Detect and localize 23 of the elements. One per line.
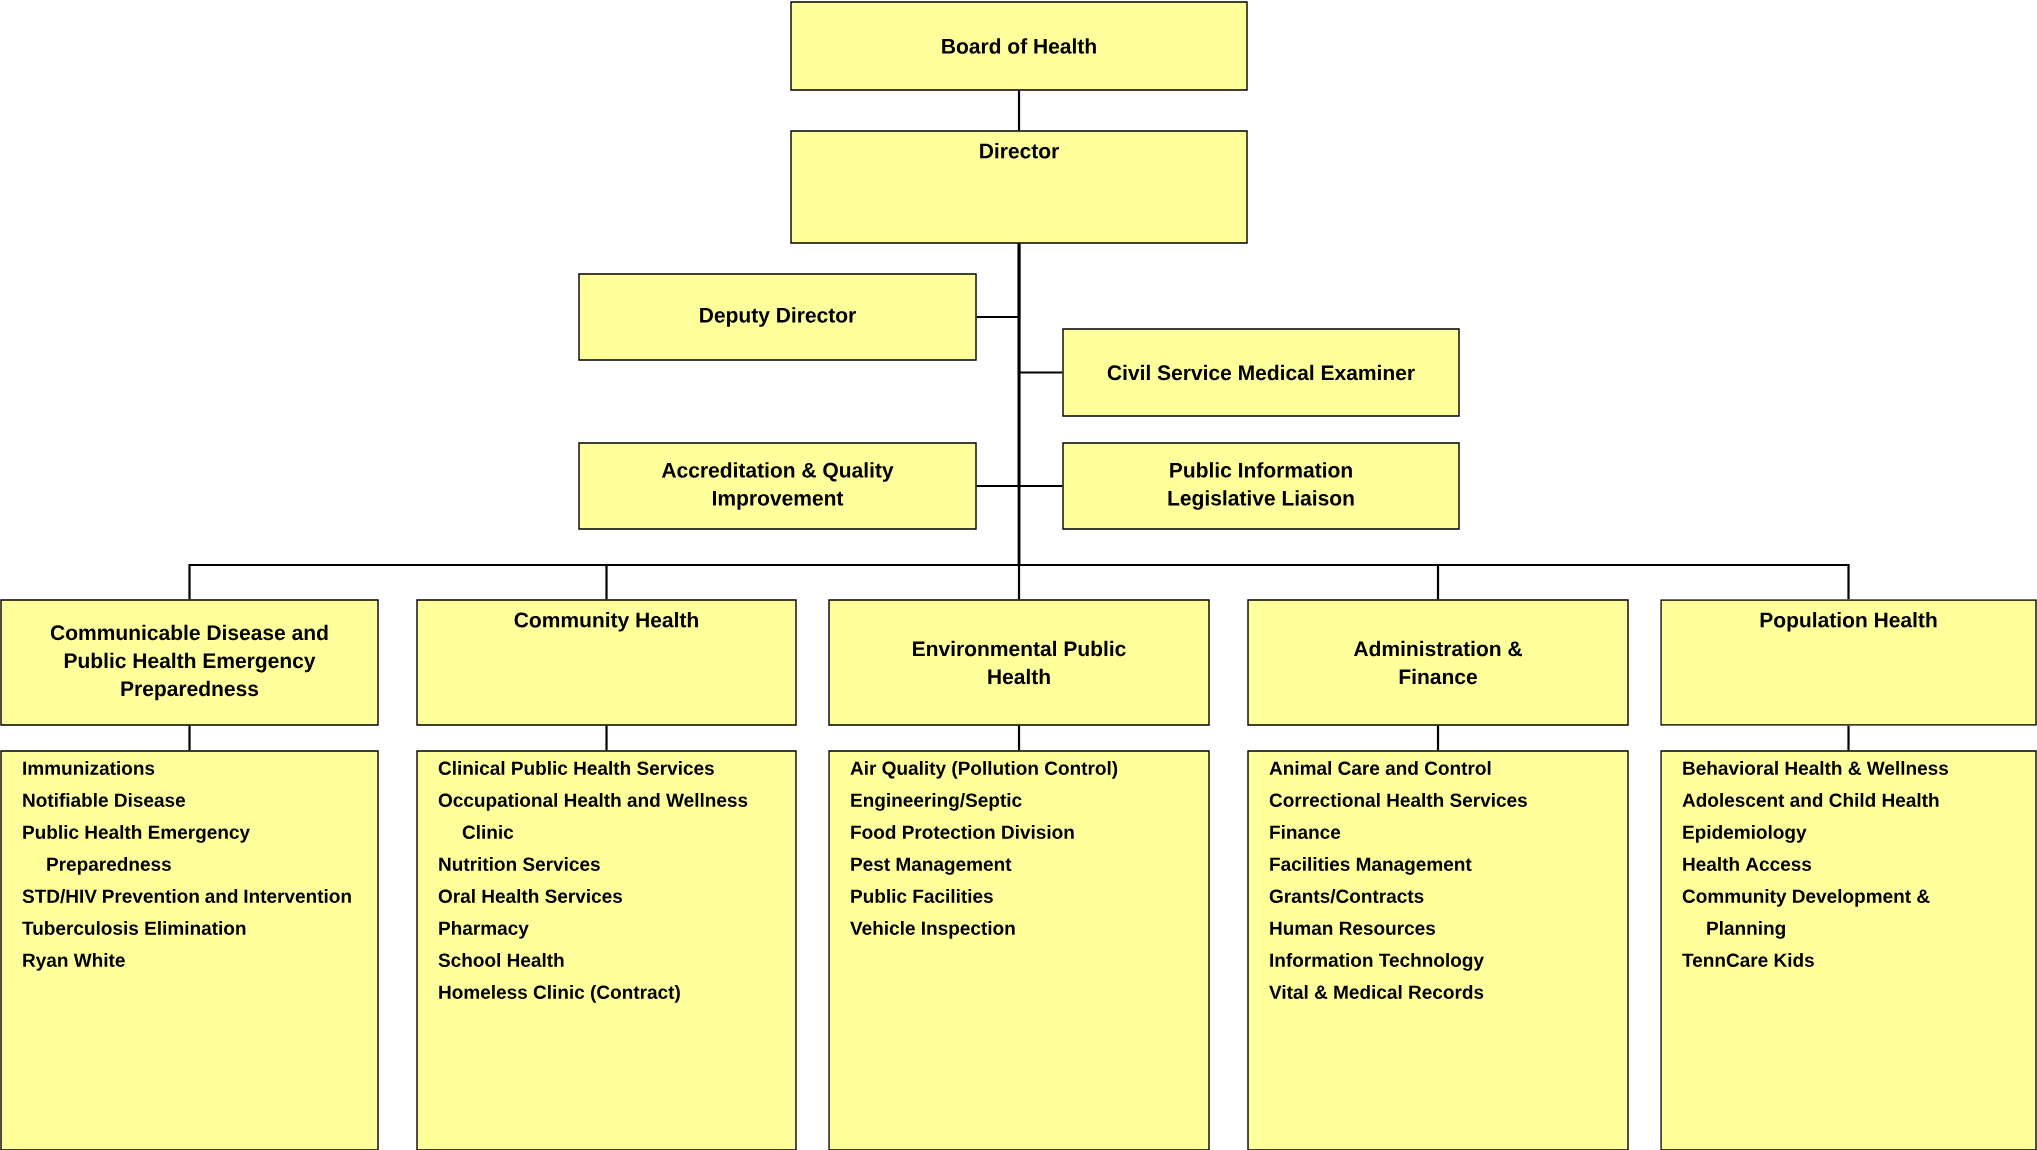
org-box: Deputy Director	[578, 273, 977, 361]
org-box: Public Information Legislative Liaison	[1062, 442, 1460, 530]
unit-list-box: Clinical Public Health Services Occupational Health and Wellness Clinic Nutrition Services Oral Health Services Pharmacy School Health Homeless Clinic (Contract)	[416, 750, 797, 1150]
org-box: Board of Health	[790, 1, 1248, 91]
org-box: Population Health	[1660, 599, 2037, 726]
unit-list-box: Animal Care and Control Correctional Health Services Finance Facilities Management Grants/Contracts Human Resources Information Technology Vital & Medical Records	[1247, 750, 1629, 1150]
connector-line	[188, 725, 191, 751]
connector-line	[605, 725, 608, 751]
unit-list-box: Air Quality (Pollution Control) Engineering/Septic Food Protection Division Pest Management Public Facilities Vehicle Inspection	[828, 750, 1210, 1150]
connector-line	[1017, 90, 1021, 131]
org-box: Accreditation & Quality Improvement	[578, 442, 977, 530]
connector-line	[1847, 725, 1850, 751]
org-box: Civil Service Medical Examiner	[1062, 328, 1460, 417]
org-box: Director	[790, 130, 1248, 244]
unit-list-box: Behavioral Health & Wellness Adolescent and Child Health Epidemiology Health Access Community Development & Planning TennCare Kids	[1660, 750, 2037, 1150]
connector-line	[1017, 725, 1021, 751]
org-box: Communicable Disease and Public Health Emergency Preparedness	[0, 599, 379, 726]
org-box: Environmental Public Health	[828, 599, 1210, 726]
connector-line	[1017, 243, 1850, 600]
connector-line	[1436, 725, 1440, 751]
org-box: Administration & Finance	[1247, 599, 1629, 726]
unit-list-box: Immunizations Notifiable Disease Public Health Emergency Preparedness STD/HIV Prevention and Intervention Tuberculosis Elimination Ryan White	[0, 750, 379, 1150]
org-box: Community Health	[416, 599, 797, 726]
